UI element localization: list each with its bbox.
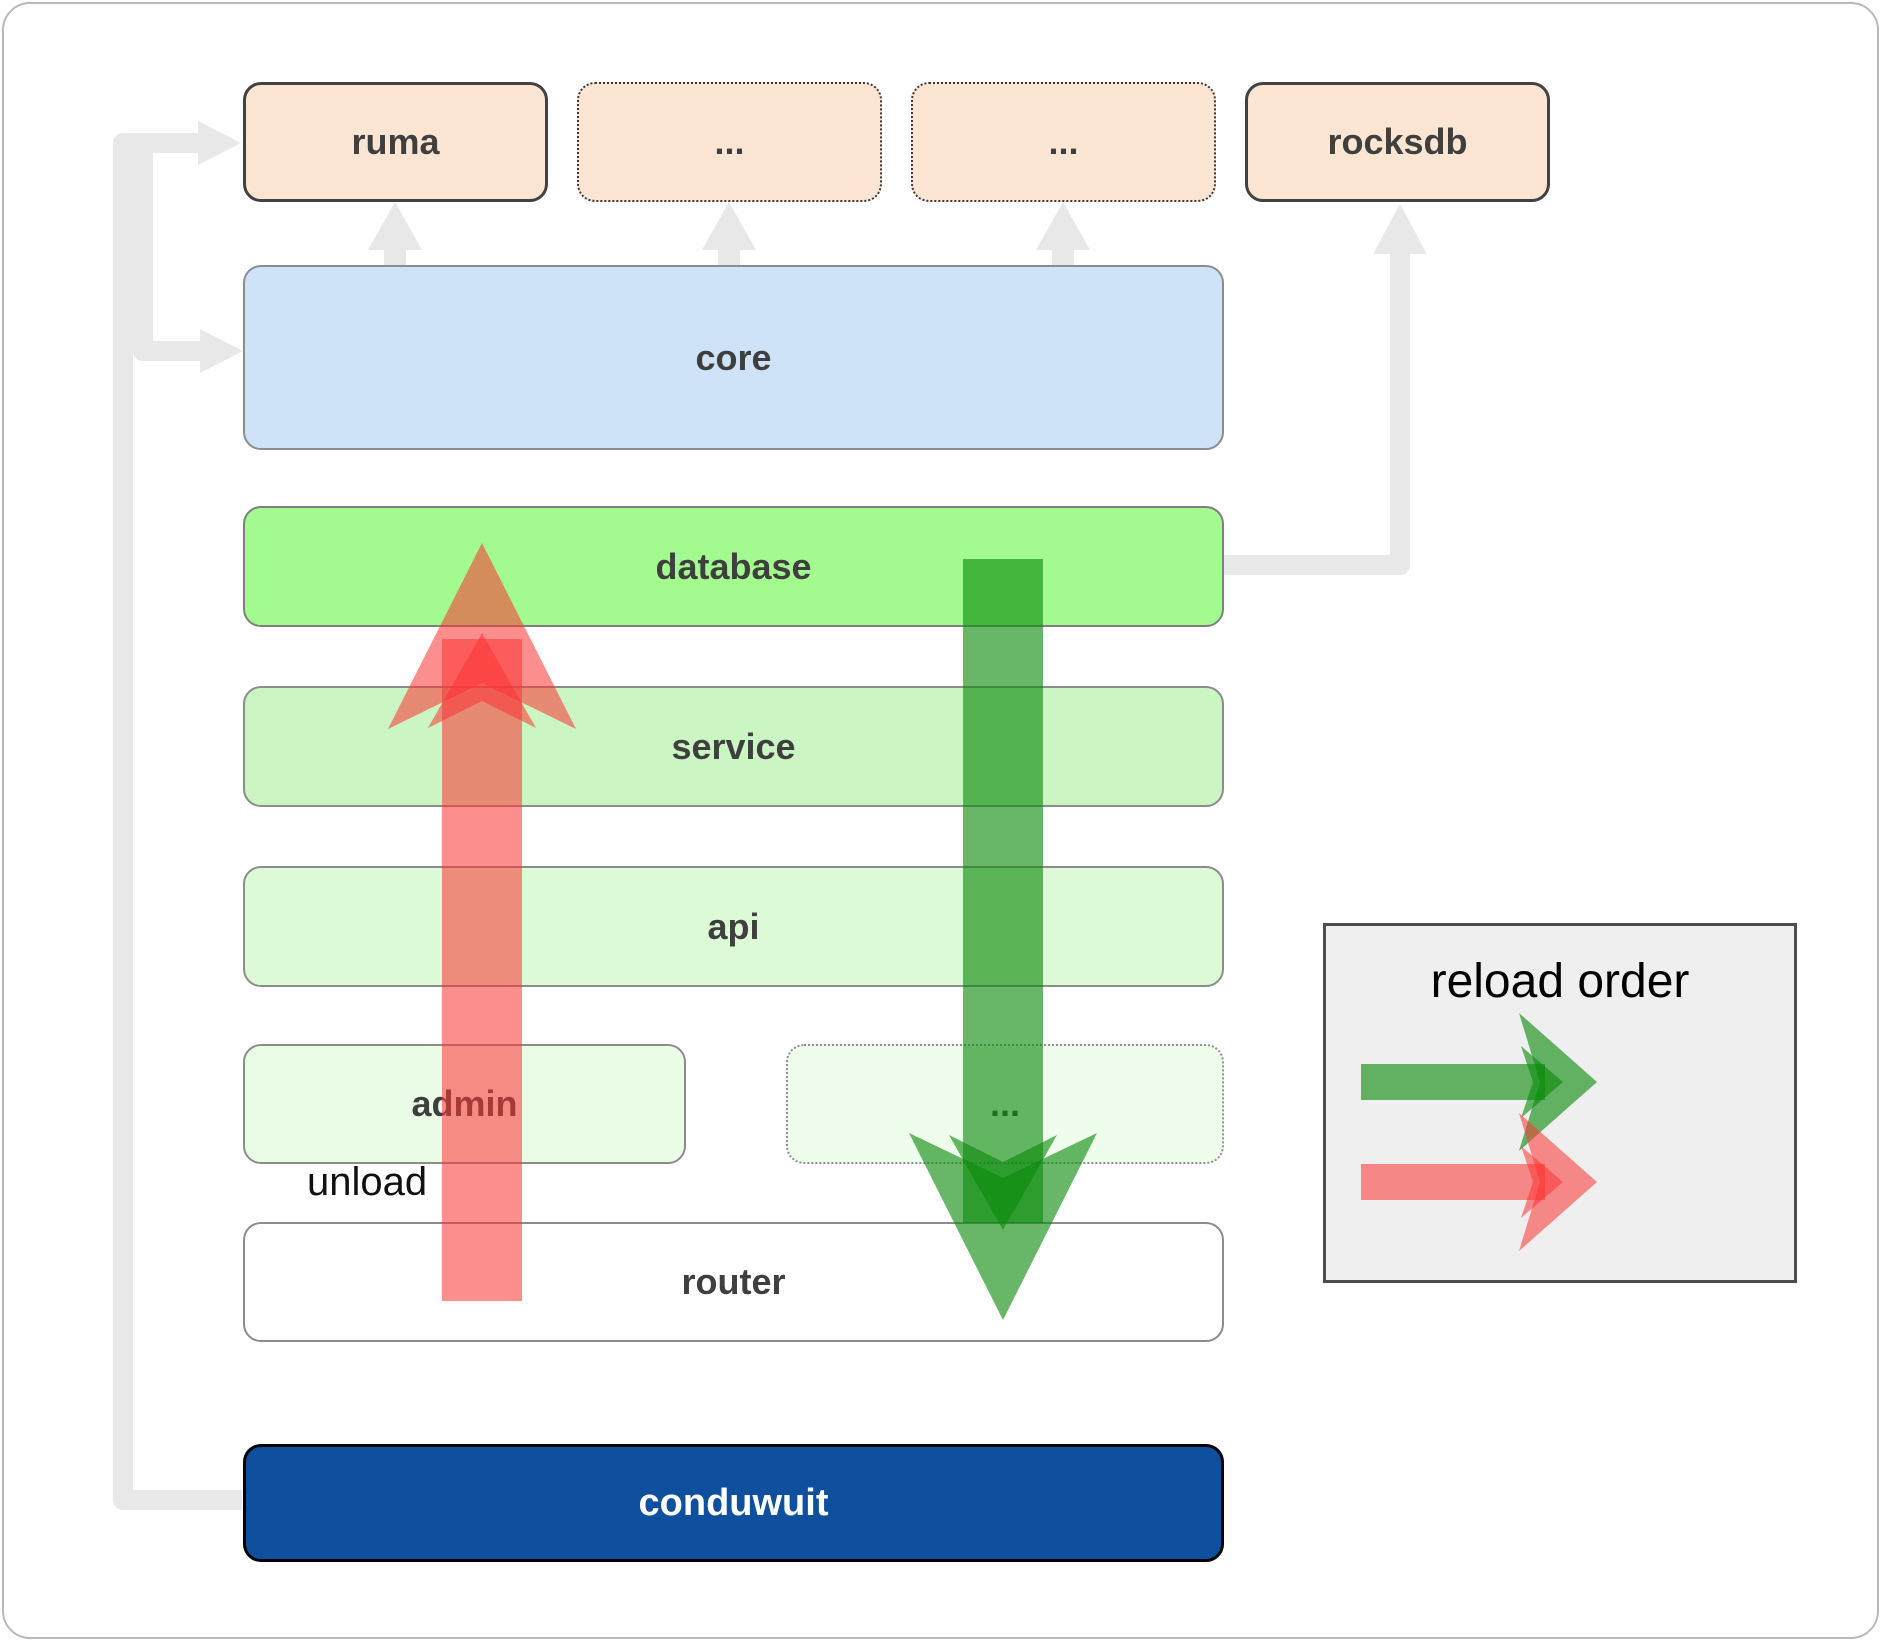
box-conduwuit-label: conduwuit [638, 1481, 829, 1524]
connector-database-to-rocksdb [1224, 204, 1427, 575]
legend-box: reload order [1323, 923, 1797, 1283]
box-service: service [243, 686, 1224, 807]
box-ellipsis-top-1-label: ... [714, 121, 745, 162]
connector-conduwuit-to-ruma [113, 121, 242, 1510]
up-arrowhead-icon [368, 202, 422, 250]
box-ellipsis-top-2-label: ... [1048, 121, 1079, 162]
arrowhead-into-core-icon [200, 329, 243, 373]
box-ruma: ruma [243, 82, 548, 202]
box-ruma-label: ruma [351, 121, 440, 162]
connector-core-to-dots-2 [1036, 202, 1090, 268]
box-rocksdb: rocksdb [1245, 82, 1550, 202]
box-api: api [243, 866, 1224, 987]
box-ellipsis-bottom-label: ... [989, 1083, 1020, 1124]
box-core-label: core [695, 336, 772, 378]
box-conduwuit: conduwuit [243, 1444, 1224, 1562]
box-ellipsis-top-1: ... [577, 82, 882, 202]
box-admin-label: admin [411, 1083, 518, 1124]
legend-label-unload: unload [307, 1160, 428, 1204]
arrowhead-into-rocksdb-icon [1373, 204, 1427, 254]
box-ellipsis-bottom: ... [786, 1044, 1224, 1164]
connector-core-to-ruma [368, 202, 422, 268]
up-arrowhead-icon [702, 202, 756, 250]
box-router: router [243, 1222, 1224, 1342]
connector-conduwuit-to-core [133, 150, 243, 373]
box-admin: admin [243, 1044, 686, 1164]
box-router-label: router [681, 1261, 786, 1302]
box-rocksdb-label: rocksdb [1327, 121, 1468, 162]
up-arrowhead-icon [1036, 202, 1090, 250]
box-ellipsis-top-2: ... [911, 82, 1216, 202]
box-database: database [243, 506, 1224, 627]
box-service-label: service [671, 725, 796, 767]
box-api-label: api [707, 905, 760, 947]
box-core: core [243, 265, 1224, 450]
legend-title: reload order [1430, 955, 1690, 1008]
arrowhead-into-ruma-icon [198, 121, 241, 165]
box-database-label: database [655, 545, 812, 587]
connector-core-to-dots-1 [702, 202, 756, 268]
